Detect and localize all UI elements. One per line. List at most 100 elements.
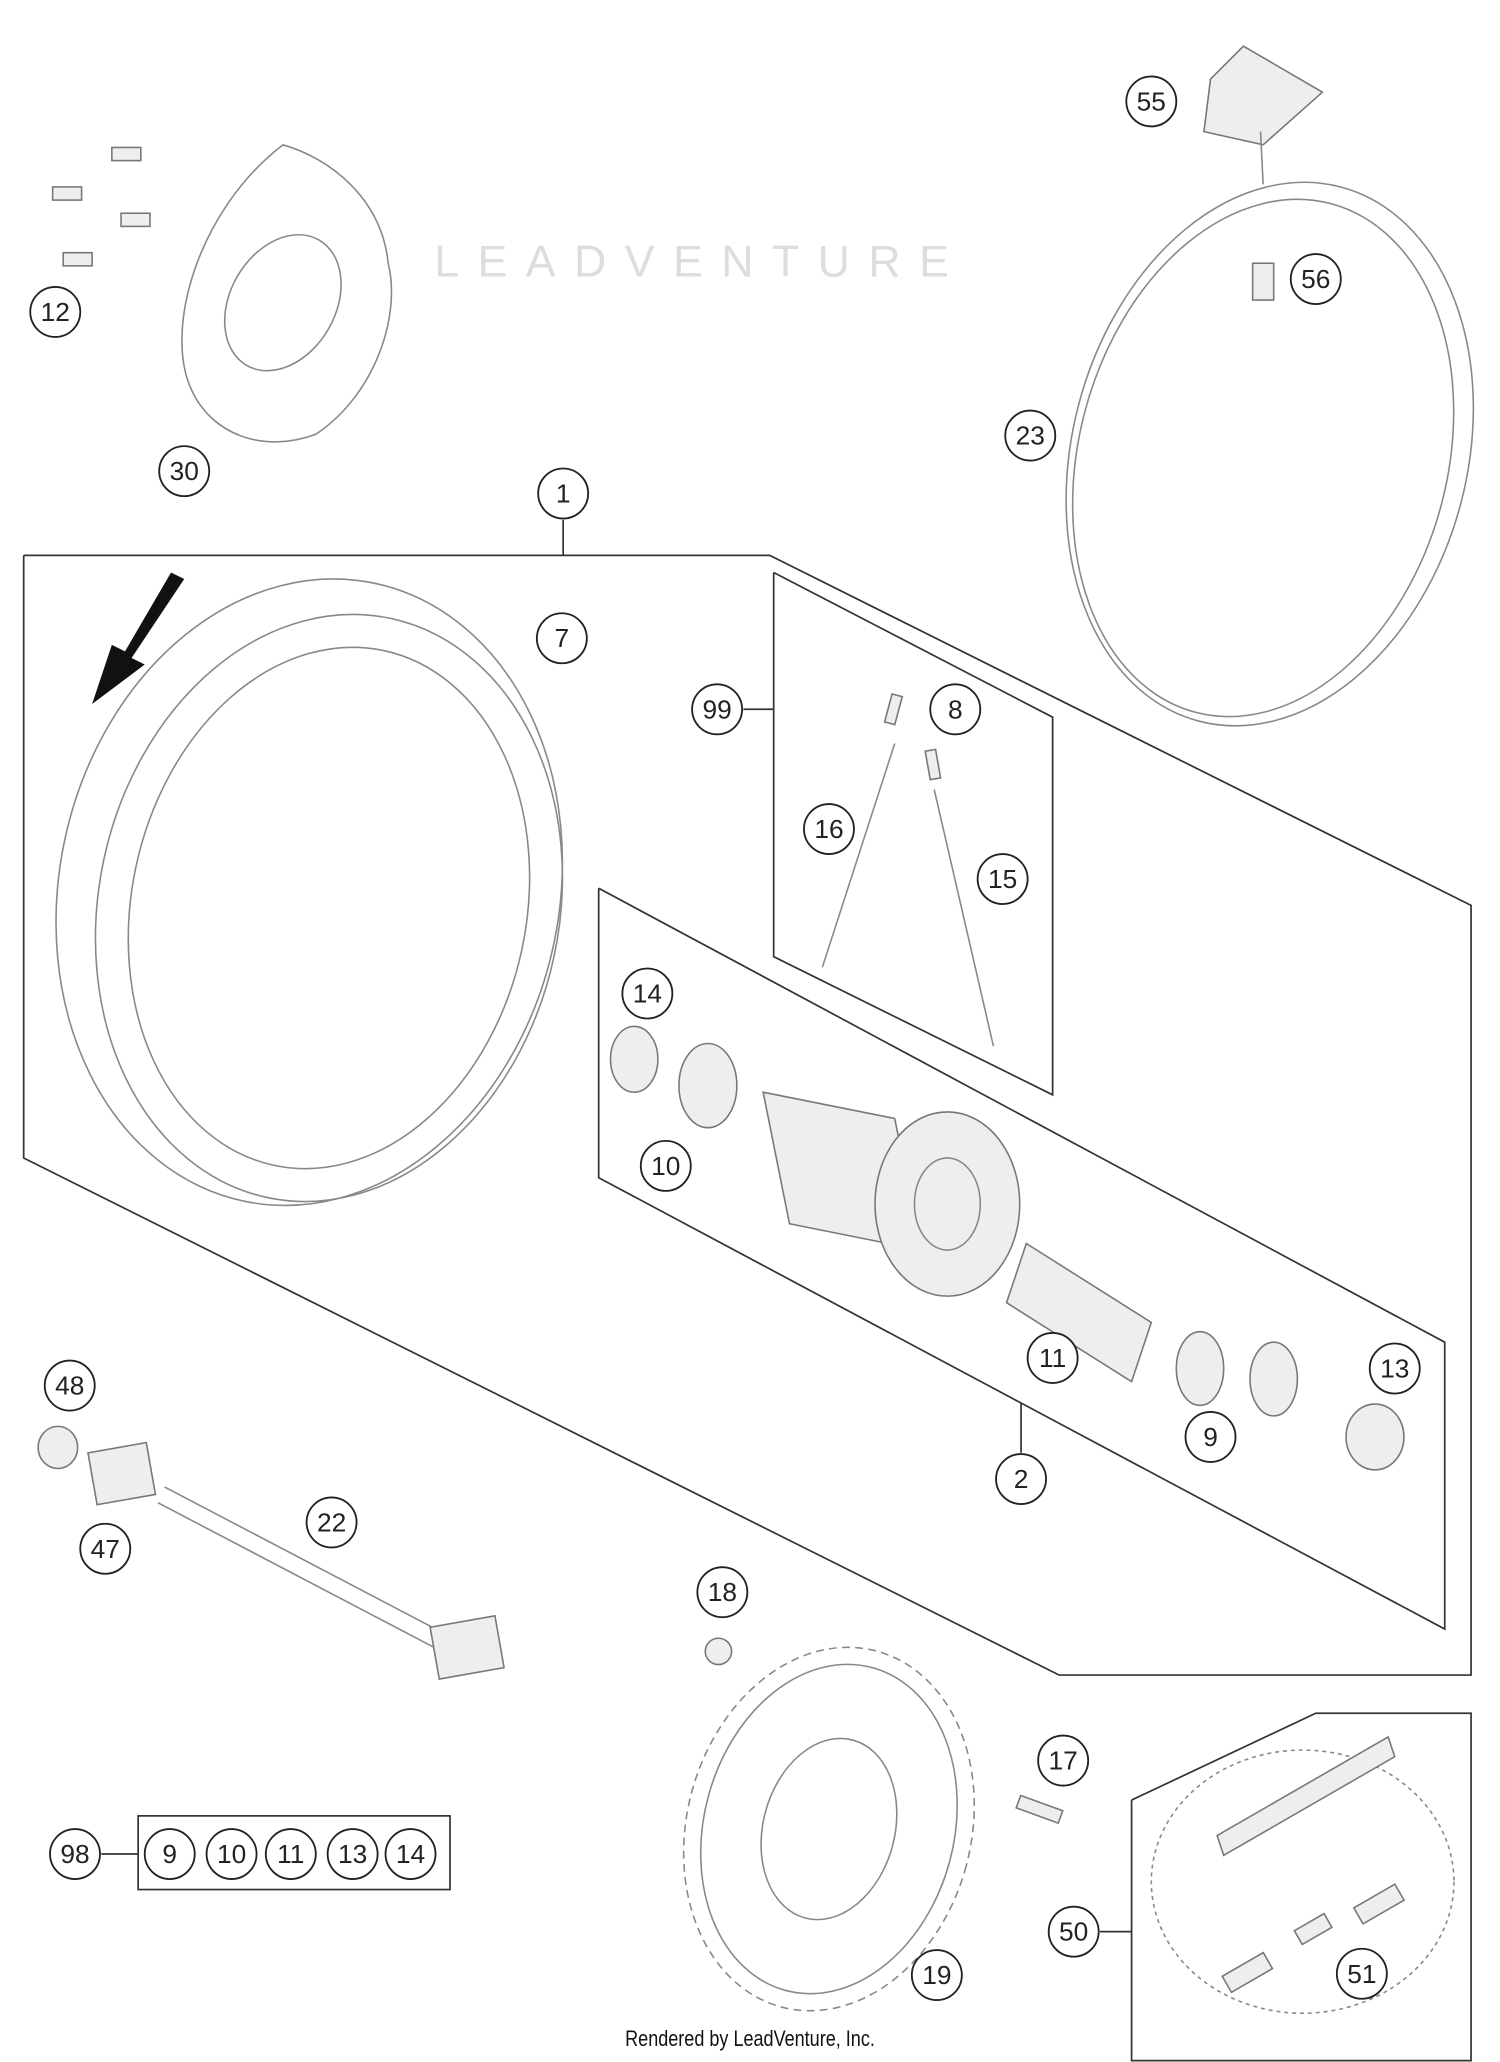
callout-circle xyxy=(1289,253,1342,305)
callout-10[interactable]: 10 xyxy=(639,1139,692,1192)
callout-circle xyxy=(43,1359,96,1412)
sprocket-19 xyxy=(682,1646,976,2012)
callout-label: 22 xyxy=(317,1507,346,1537)
kit-98-box xyxy=(137,1815,451,1891)
callout-circle xyxy=(305,1496,358,1549)
callout-circle xyxy=(29,285,82,338)
callout-8[interactable]: 8 xyxy=(929,683,982,736)
callout-label: 14 xyxy=(633,978,662,1008)
callout-15[interactable]: 15 xyxy=(976,853,1029,905)
callout-51[interactable]: 51 xyxy=(1335,1947,1388,2000)
valve-56 xyxy=(1251,262,1275,301)
callout-label: 18 xyxy=(708,1577,737,1607)
footer-credit: Rendered by LeadVenture, Inc. xyxy=(625,2026,875,2051)
bolt-17 xyxy=(1015,1794,1064,1825)
callout-48[interactable]: 48 xyxy=(43,1359,96,1412)
assembly-1-outline xyxy=(22,554,1472,1676)
callout-circle xyxy=(535,612,588,665)
callout-circle xyxy=(995,1453,1047,1505)
callout-circle xyxy=(976,853,1029,905)
callout-circle xyxy=(696,1566,749,1619)
callout-label: 51 xyxy=(1347,1959,1376,1989)
callout-circle xyxy=(79,1522,132,1575)
callout-circle xyxy=(1125,75,1178,128)
callout-label: 48 xyxy=(55,1371,84,1401)
callout-17[interactable]: 17 xyxy=(1037,1734,1090,1787)
callout-47[interactable]: 47 xyxy=(79,1522,132,1575)
callout-label: 1 xyxy=(556,479,571,509)
callout-22[interactable]: 22 xyxy=(305,1496,358,1549)
axle-22 xyxy=(37,1425,505,1680)
callout-circle xyxy=(803,803,855,855)
callout-19[interactable]: 19 xyxy=(910,1949,963,2002)
callout-label: 55 xyxy=(1137,86,1166,116)
callout-label: 9 xyxy=(162,1839,177,1869)
callout-16[interactable]: 16 xyxy=(803,803,855,855)
callout-circle xyxy=(1047,1905,1100,1958)
callout-50[interactable]: 50 xyxy=(1047,1905,1100,1958)
callout-label: 56 xyxy=(1301,264,1330,294)
callout-circle xyxy=(929,683,982,736)
callout-circle xyxy=(1026,1332,1079,1384)
callout-circle xyxy=(205,1828,258,1880)
callout-30[interactable]: 30 xyxy=(158,445,211,498)
callout-13[interactable]: 13 xyxy=(1368,1342,1421,1395)
callout-label: 12 xyxy=(41,297,70,327)
callout-7[interactable]: 7 xyxy=(535,612,588,665)
callout-56[interactable]: 56 xyxy=(1289,253,1342,305)
callout-23[interactable]: 23 xyxy=(1004,409,1057,462)
kit-98-item-13[interactable]: 13 xyxy=(326,1828,379,1880)
callout-circle xyxy=(326,1828,379,1880)
nut-18 xyxy=(704,1637,733,1666)
callout-label: 11 xyxy=(1039,1343,1066,1373)
brake-disc-30 xyxy=(181,143,393,443)
callout-circle xyxy=(537,467,590,520)
chain-50 xyxy=(1150,1735,1455,2015)
callout-circle xyxy=(49,1828,101,1880)
kit-98-item-14[interactable]: 14 xyxy=(384,1828,437,1880)
callout-label: 98 xyxy=(60,1839,89,1869)
kit-98-item-9[interactable]: 9 xyxy=(143,1828,196,1880)
callout-14[interactable]: 14 xyxy=(621,967,674,1020)
bolts-12 xyxy=(51,146,151,267)
callout-label: 10 xyxy=(651,1151,680,1181)
callout-18[interactable]: 18 xyxy=(696,1566,749,1619)
callout-label: 15 xyxy=(988,864,1017,894)
callout-label: 19 xyxy=(922,1960,951,1990)
callout-circle xyxy=(639,1139,692,1192)
callout-12[interactable]: 12 xyxy=(29,285,82,338)
callout-55[interactable]: 55 xyxy=(1125,75,1178,128)
callout-98[interactable]: 98 xyxy=(49,1828,101,1880)
callout-99[interactable]: 99 xyxy=(691,683,744,736)
spoke-kit-99-outline xyxy=(772,571,1054,1097)
callout-label: 47 xyxy=(91,1534,120,1564)
callout-label: 23 xyxy=(1016,421,1045,451)
callout-2[interactable]: 2 xyxy=(995,1453,1047,1505)
callout-label: 50 xyxy=(1059,1917,1088,1947)
watermark: LEADVENTURE xyxy=(434,237,967,286)
kit-98-item-10[interactable]: 10 xyxy=(205,1828,258,1880)
rim-tape-55 xyxy=(1203,45,1324,185)
callout-label: 10 xyxy=(217,1839,246,1869)
callout-label: 9 xyxy=(1203,1422,1218,1452)
callout-label: 30 xyxy=(170,456,199,486)
callout-circle xyxy=(1004,409,1057,462)
callout-circle xyxy=(143,1828,196,1880)
callout-circle xyxy=(158,445,211,498)
callout-1[interactable]: 1 xyxy=(537,467,590,520)
callout-label: 16 xyxy=(814,814,843,844)
callout-label: 8 xyxy=(948,694,963,724)
hub-2-outline xyxy=(597,887,1446,1631)
callout-circle xyxy=(691,683,744,736)
kit-98-item-11[interactable]: 11 xyxy=(264,1828,317,1880)
callout-circle xyxy=(1368,1342,1421,1395)
callout-11[interactable]: 11 xyxy=(1026,1332,1079,1384)
callout-circle xyxy=(910,1949,963,2002)
callout-9[interactable]: 9 xyxy=(1184,1411,1237,1463)
tyre-23 xyxy=(1065,181,1475,727)
callout-circle xyxy=(1184,1411,1237,1463)
